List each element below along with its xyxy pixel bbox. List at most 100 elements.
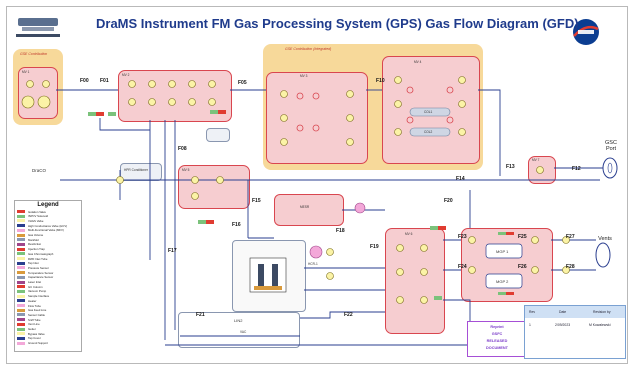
legend-symbol — [17, 242, 25, 246]
nasa-logo — [573, 19, 599, 45]
legend-label: Gas Chromatograph — [28, 251, 54, 256]
legend-item: Vacuum Pump — [17, 289, 79, 294]
legend-symbol — [17, 304, 25, 307]
flow-label: F13 — [506, 164, 515, 170]
revision-row-cell: M Kowalewski — [589, 323, 611, 327]
legend-symbol — [17, 336, 25, 340]
flow-label: F18 — [336, 228, 345, 234]
legend-label: Flow Tube — [28, 303, 41, 308]
legend-label: Sniff Tube — [28, 317, 41, 322]
legend-item: Temperature Sensor — [17, 271, 79, 275]
legend-symbol — [17, 261, 25, 265]
flow-label: F01 — [100, 78, 109, 84]
flow-label: F15 — [252, 198, 261, 204]
mgp1-label: MGP 1 — [496, 249, 509, 254]
legend-label: GC Column — [28, 284, 43, 289]
legend-symbol — [17, 341, 25, 345]
legend-item: Capacitance Sensor — [17, 275, 79, 280]
module-tag: MV 3 — [300, 74, 308, 78]
legend-label: Restriction — [28, 242, 42, 247]
legend-symbol — [17, 332, 25, 336]
gse-zone-center-label: GSE Contribution (Integrated) — [285, 47, 332, 51]
flow-label: F28 — [566, 264, 575, 270]
legend-label: Bypass Valve — [28, 331, 45, 336]
legend-symbol — [17, 275, 25, 279]
legend-symbol — [17, 266, 25, 270]
legend-item: Heater — [17, 299, 79, 303]
revision-header-cell: Date — [559, 310, 567, 314]
legend-symbol — [17, 271, 25, 275]
flow-label: F14 — [456, 176, 465, 182]
legend-item: Tap Cover — [17, 336, 79, 341]
flow-label: F21 — [196, 312, 205, 318]
legend-symbol — [17, 214, 25, 218]
dmgp-box — [206, 128, 230, 142]
legend-item: Gas Chromatograph — [17, 252, 79, 256]
legend-label: Gas Feed Line — [28, 308, 47, 313]
legend-item: Multi-Functional Valve (MFV) — [17, 228, 79, 233]
legend-item: Sensor Cable — [17, 313, 79, 317]
legend-label: Sensor Cable — [28, 312, 45, 317]
legend-item: Isolation Valve — [17, 210, 79, 214]
revision-header-cell: Revision by — [593, 310, 611, 314]
hpr-conditioner-box — [120, 163, 162, 181]
flow-label: F17 — [168, 248, 177, 254]
flow-label: F20 — [444, 198, 453, 204]
goddard-logo — [16, 18, 60, 37]
revision-row-cell: 2/09/2023 — [555, 323, 571, 327]
flow-label: F16 — [232, 222, 241, 228]
legend-label: Laser Inlet — [28, 280, 42, 284]
cont-ldr-label: DraCO — [32, 168, 47, 173]
stamp-line: RELEASED — [486, 339, 508, 343]
legend-label: ISPCV Solenoid — [28, 214, 49, 219]
diagram-title: DraMS Instrument FM Gas Processing Syste… — [96, 16, 579, 31]
legend-item: Sniff Tube — [17, 318, 79, 322]
flow-label: F23 — [458, 234, 467, 240]
module-tag: MV 2 — [122, 73, 130, 77]
mesr-box — [274, 194, 344, 226]
legend-item: Sample Interface — [17, 294, 79, 299]
hcr-label: HCR-1 — [308, 262, 318, 266]
legend-item: VHGS Valve — [17, 219, 79, 223]
legend-symbol — [17, 308, 25, 312]
legend-label: Tap Inlet — [28, 261, 39, 266]
mv5-module — [178, 165, 250, 209]
legend-symbol — [17, 313, 25, 317]
gse-zone-left-label: GSE Contribution — [20, 52, 48, 56]
module-tag: MV 6 — [405, 232, 413, 236]
legend-symbol — [17, 219, 25, 223]
legend-item: Pressure Sensor — [17, 266, 79, 270]
module-tag: MV 4 — [414, 60, 422, 64]
flow-label: F00 — [80, 78, 89, 84]
lin2-box — [178, 312, 300, 348]
legend-symbol — [17, 228, 25, 232]
legend-symbol — [17, 238, 25, 242]
legend-item: Bypass Valve — [17, 332, 79, 336]
legend-item: Vent Line — [17, 322, 79, 327]
legend-symbol — [17, 322, 25, 326]
legend-symbol — [17, 289, 25, 293]
legend-symbol — [17, 224, 25, 228]
flow-label: F05 — [238, 80, 247, 86]
legend-symbol — [17, 252, 25, 256]
legend-label: RWF Inlet Tube — [28, 256, 48, 261]
legend-symbol — [17, 210, 25, 213]
flow-label: F22 — [344, 312, 353, 318]
col1-label: COL1 — [424, 110, 433, 114]
legend-symbol — [17, 233, 25, 237]
module-tag: MV 5 — [182, 168, 190, 172]
module-tag: MV 1 — [22, 70, 30, 74]
legend-label: High Conductance Valve (HCV) — [28, 223, 68, 228]
revision-row-cell: 1 — [529, 323, 531, 327]
legend-item: ISPCV Solenoid — [17, 214, 79, 219]
legend-label: Heater — [28, 298, 37, 303]
legend-symbol — [17, 247, 25, 251]
legend-item: Gas Volume — [17, 233, 79, 238]
release-stamp: Reprint GSFC RELEASED DOCUMENT — [467, 321, 527, 357]
legend-label: Gas Volume — [28, 233, 44, 237]
legend-title: Legend — [37, 202, 59, 208]
stamp-line: GSFC — [491, 332, 503, 336]
legend-label: Ground Support — [28, 341, 48, 346]
